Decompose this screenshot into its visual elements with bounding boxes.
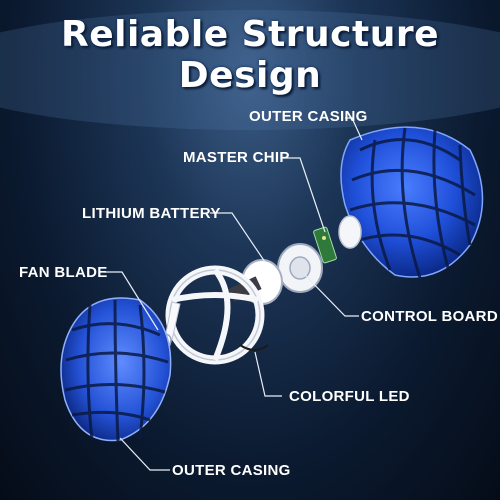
outer-casing-top-part xyxy=(340,126,484,279)
label-fan-blade: FAN BLADE xyxy=(19,264,108,281)
led-cable xyxy=(239,344,269,351)
label-control-board: CONTROL BOARD xyxy=(361,308,498,325)
disc-part xyxy=(338,215,362,249)
label-lithium-battery: LITHIUM BATTERY xyxy=(82,205,221,222)
page-title: Reliable Structure Design xyxy=(60,14,440,96)
label-outer-casing-top: OUTER CASING xyxy=(249,108,368,125)
label-outer-casing-bottom: OUTER CASING xyxy=(172,462,291,479)
horizon-glow xyxy=(0,10,500,130)
outer-casing-bottom-part xyxy=(60,297,172,443)
frame-ring-part xyxy=(165,265,265,365)
control-board-part xyxy=(313,226,337,264)
leader-lines xyxy=(105,117,363,471)
label-colorful-led: COLORFUL LED xyxy=(289,388,410,405)
label-master-chip: MASTER CHIP xyxy=(183,149,290,166)
